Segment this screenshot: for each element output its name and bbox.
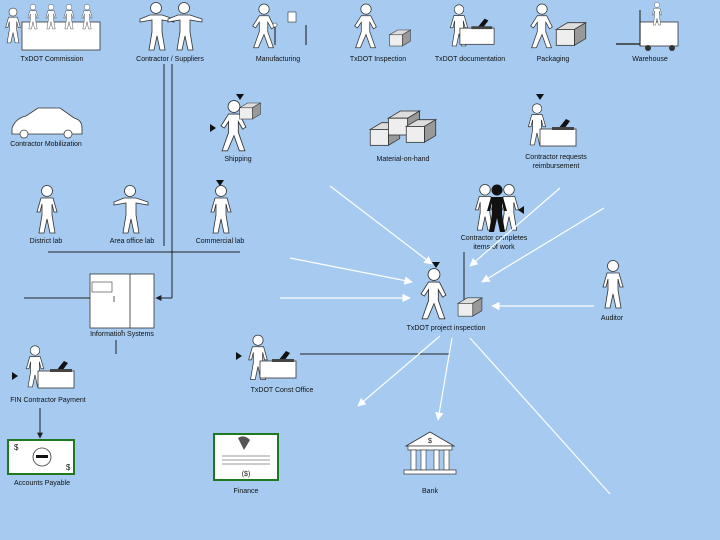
const-office-node (249, 335, 296, 379)
fin-pointer-icon (12, 372, 18, 380)
label-project-inspection: TxDOT project inspection (407, 325, 486, 332)
label-auditor: Auditor (601, 315, 624, 322)
contractor-suppliers-node (140, 3, 202, 51)
office-pointer-icon (236, 352, 242, 360)
contractor-completes-node (475, 184, 518, 232)
lab-pointer-icon (216, 180, 224, 186)
shipping-side-pointer-icon (210, 124, 216, 132)
supplier-figure (168, 3, 202, 51)
label-fin-payment: FIN Contractor Payment (10, 397, 86, 404)
auditor-node (603, 261, 623, 309)
label-contractor-requests-1: Contractor requests (525, 154, 587, 161)
label-const-office: TxDOT Const Office (251, 387, 314, 394)
project-inspection-node (421, 269, 482, 319)
material-on-hand-node (370, 111, 435, 145)
label-material-on-hand: Material-on-hand (377, 156, 430, 163)
area-office-lab-node (114, 186, 148, 234)
label-shipping: Shipping (224, 156, 251, 163)
manufacturing-node (253, 4, 306, 48)
completes-pointer-icon (518, 206, 524, 214)
label-warehouse: Warehouse (632, 56, 668, 63)
label-mobilization: Contractor Mobilization (10, 141, 82, 148)
contractor-figure (140, 3, 174, 51)
ap-dollar-top: $ (14, 443, 19, 452)
contractor-requests-node (528, 104, 576, 146)
label-area-office-lab: Area office lab (110, 238, 155, 245)
label-txdot-inspection: TxDOT Inspection (350, 56, 406, 63)
label-contractor-suppliers: Contractor / Suppliers (136, 56, 204, 63)
label-contractor-completes-1: Contractor completes (461, 235, 528, 242)
label-finance: Finance (234, 488, 259, 495)
shipping-node (221, 101, 260, 151)
label-district-lab: District lab (30, 238, 63, 245)
label-packaging: Packaging (537, 56, 570, 63)
txdot-inspection-node (355, 4, 411, 48)
commission-node (6, 4, 100, 50)
requests-pointer-icon (536, 94, 544, 100)
fin-payment-node (26, 346, 74, 388)
txdot-documentation-node (450, 5, 494, 46)
accounts-payable-node: $ $ (8, 440, 74, 474)
label-commercial-lab: Commercial lab (196, 238, 245, 245)
information-systems-node (90, 274, 154, 328)
finance-node: ($) (214, 434, 278, 480)
label-contractor-requests-2: reimbursement (533, 163, 580, 170)
packaging-node (531, 4, 586, 48)
label-accounts-payable: Accounts Payable (14, 480, 70, 487)
finance-dollar: ($) (242, 471, 251, 478)
mobilization-node (12, 108, 82, 138)
inspection-pointer-icon (432, 262, 440, 268)
label-information-systems: Information Systems (90, 331, 154, 338)
label-commission: TxDOT Commission (21, 56, 84, 63)
label-manufacturing: Manufacturing (256, 56, 300, 63)
bank-node: $ (404, 432, 456, 474)
ap-dollar-bottom: $ (66, 463, 71, 472)
commercial-lab-node (211, 186, 231, 234)
label-txdot-documentation: TxDOT documentation (435, 56, 505, 63)
label-bank: Bank (422, 488, 438, 495)
shipping-pointer-icon (236, 94, 244, 100)
warehouse-node (616, 2, 678, 51)
district-lab-node (37, 186, 57, 234)
bank-dollar: $ (428, 438, 432, 445)
